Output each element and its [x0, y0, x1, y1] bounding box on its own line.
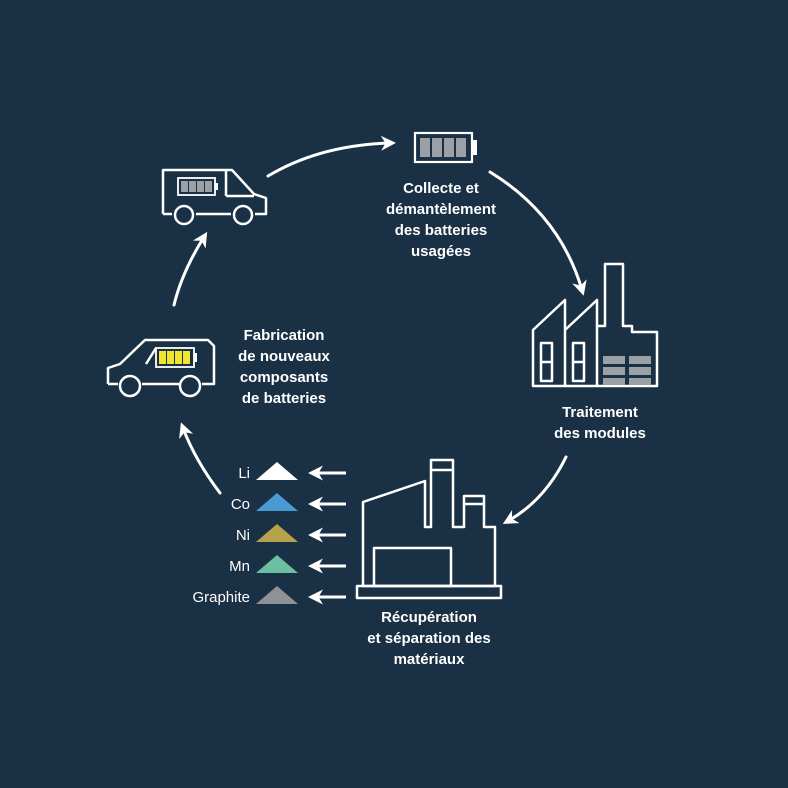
material-label-ni: Ni	[235, 527, 250, 544]
collect-label-line: des batteries	[394, 222, 488, 239]
heap-co	[256, 493, 298, 511]
heap-graphite	[256, 586, 298, 604]
recovery-label: Récupération et séparation des matériaux	[344, 607, 514, 670]
collect-label: Collecte et démantèlement des batteries …	[366, 178, 516, 262]
heap-ni	[256, 524, 298, 542]
treatment-label-line: Traitement	[562, 404, 638, 421]
collect-label-line: Collecte et	[403, 180, 479, 197]
collect-label-line: démantèlement	[385, 201, 497, 218]
material-label-mn: Mn	[229, 558, 250, 575]
material-label-li: Li	[238, 465, 250, 482]
fabrication-label-line: composants	[239, 369, 329, 386]
treatment-label: Traitement des modules	[530, 402, 670, 444]
cycle-arrow-right	[488, 170, 587, 296]
fabrication-label-line: de batteries	[241, 390, 327, 407]
material-arrows	[308, 465, 346, 605]
used-battery-icon	[177, 177, 218, 196]
treatment-label-line: des modules	[554, 425, 646, 442]
collect-label-line: usagées	[410, 243, 472, 260]
recovery-label-line: Récupération	[381, 609, 477, 626]
factory-windows	[603, 356, 651, 385]
fabrication-label: Fabrication de nouveaux composants de ba…	[214, 325, 354, 409]
cycle-arrow-bottom-left	[179, 422, 222, 495]
cycle-arrow-left	[172, 231, 208, 307]
material-label-graphite: Graphite	[192, 589, 250, 606]
car-icon	[161, 168, 268, 226]
fabrication-label-line: Fabrication	[243, 327, 325, 344]
heap-li	[256, 462, 298, 480]
heap-mn	[256, 555, 298, 573]
recovery-label-line: et séparation des	[367, 630, 491, 647]
cycle-arrow-top	[266, 135, 396, 178]
material-heaps	[256, 462, 298, 604]
fabrication-label-line: de nouveaux	[238, 348, 330, 365]
cycle-arrow-bottom-right	[502, 455, 568, 524]
material-label-co: Co	[230, 496, 250, 513]
new-battery-icon	[155, 347, 197, 368]
factory-icon	[531, 262, 659, 388]
recovery-factory-icon	[355, 458, 503, 600]
battery-icon	[413, 131, 477, 164]
car-new-battery-icon	[106, 338, 216, 398]
recovery-label-line: matériaux	[393, 651, 465, 668]
